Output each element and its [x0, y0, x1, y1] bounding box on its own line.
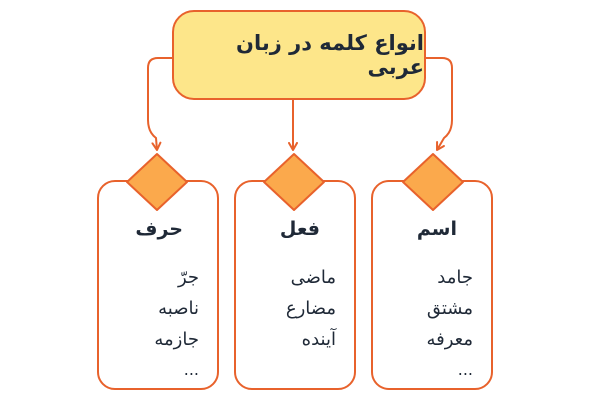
list-item: مضارع	[285, 298, 336, 319]
list-item: ماضی	[290, 267, 336, 288]
diamond-node-fel	[263, 153, 325, 211]
category-card-fel: فعل ماضی مضارع آینده	[234, 180, 356, 390]
more-ellipsis: ...	[183, 360, 199, 379]
list-item: جرّ	[177, 267, 199, 288]
category-card-harf: حرف جرّ ناصبه جازمه ...	[97, 180, 219, 390]
list-item: معرفه	[426, 329, 473, 350]
list-item: ناصبه	[158, 298, 199, 319]
connector-to-harf	[147, 57, 172, 151]
category-items: جامد مشتق معرفه	[426, 262, 473, 355]
root-title: انواع کلمه در زبان عربی	[236, 31, 424, 79]
category-title: اسم	[416, 218, 457, 240]
category-card-esm: اسم جامد مشتق معرفه ...	[371, 180, 493, 390]
list-item: مشتق	[426, 298, 473, 319]
list-item: آینده	[301, 329, 336, 350]
category-title: فعل	[279, 218, 320, 240]
more-ellipsis: ...	[457, 360, 473, 379]
diamond-node-esm	[402, 153, 464, 211]
diamond-node-harf	[126, 153, 188, 211]
connector-to-esm	[426, 57, 453, 151]
category-items: ماضی مضارع آینده	[286, 262, 336, 355]
root-node: انواع کلمه در زبان عربی	[172, 10, 426, 100]
list-item: جامد	[437, 267, 473, 288]
list-item: جازمه	[154, 329, 199, 350]
category-items: جرّ ناصبه جازمه	[154, 262, 199, 355]
category-title: حرف	[135, 218, 183, 240]
